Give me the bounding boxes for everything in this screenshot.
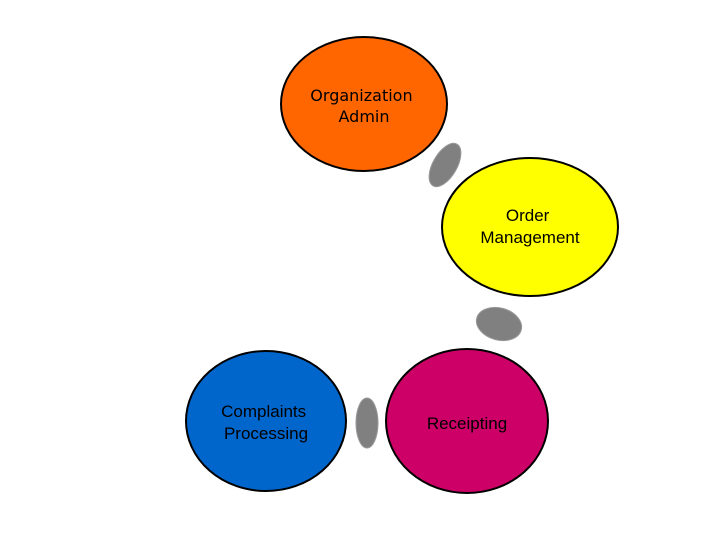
node-order-management-label: Order Management — [480, 206, 580, 247]
node-organization-admin: Organization Admin — [280, 36, 448, 172]
node-order-management-shape — [441, 157, 619, 297]
node-complaints-processing: Complaints Processing — [185, 350, 347, 492]
node-complaints-processing-line-1: Complaints — [221, 402, 306, 421]
node-organization-admin-label: Organization Admin — [310, 86, 417, 126]
node-receipting-label: Receipting — [427, 414, 507, 433]
connector-org-to-order — [428, 142, 462, 188]
node-order-management-line-2: Management — [480, 228, 580, 247]
node-organization-admin-line-1: Organization — [310, 86, 412, 105]
node-organization-admin-shape — [280, 36, 448, 172]
connector-order-to-receipting — [475, 306, 523, 342]
node-complaints-processing-label: Complaints Processing — [221, 402, 311, 443]
node-order-management-line-1: Order — [506, 206, 550, 225]
node-organization-admin-line-2: Admin — [339, 107, 390, 126]
node-receipting-line-1: Receipting — [427, 414, 507, 433]
node-receipting: Receipting — [385, 348, 549, 494]
node-receipting-shape — [385, 348, 549, 494]
node-complaints-processing-line-2: Processing — [224, 424, 308, 443]
node-order-management: Order Management — [441, 157, 619, 297]
node-complaints-processing-shape — [185, 350, 347, 492]
connector-receipting-to-complaints — [355, 397, 379, 449]
